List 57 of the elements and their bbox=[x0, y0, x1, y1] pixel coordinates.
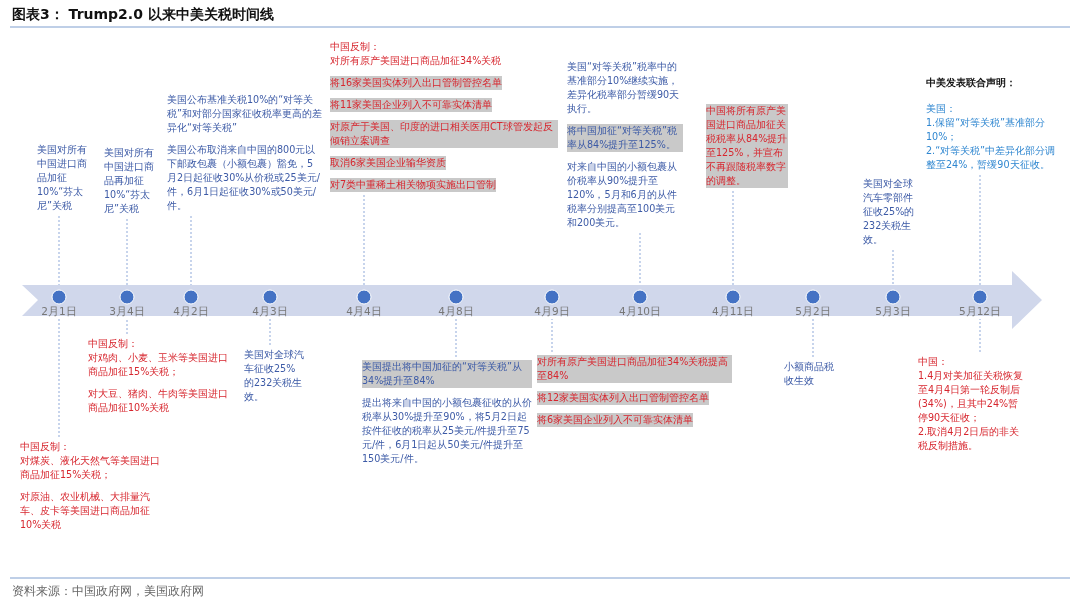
annotation-text: 将6家美国企业列入不可靠实体清单 bbox=[537, 413, 694, 427]
annotation-text: 对鸡肉、小麦、玉米等美国进口商品加征15%关税； bbox=[88, 351, 228, 379]
annotation-text: 对原油、农业机械、大排量汽车、皮卡等美国进口商品加征10%关税 bbox=[20, 490, 151, 532]
annotation-text: 美国提出将中国加征的“对等关税”从34%提升至84% bbox=[362, 360, 532, 388]
annotation-text: 美国“对等关税”税率中的基准部分10%继续实施，差异化税率部分暂缓90天执行。 bbox=[567, 60, 681, 116]
annotation-text: 美国对全球汽车零部件征收25%的232关税生效。 bbox=[863, 177, 916, 247]
leader-line bbox=[58, 318, 60, 438]
annotation-text: 美国对所有中国进口商品再加征10%“芬太尼”关税 bbox=[104, 146, 155, 216]
annotation-text: 对所有原产美国进口商品加征34%关税 bbox=[330, 54, 503, 68]
annotation-text: 中国反制： bbox=[88, 337, 139, 351]
leader-line bbox=[812, 318, 814, 358]
leader-line bbox=[551, 318, 553, 353]
annotation-text: 对原产于美国、印度的进口相关医用CT球管发起反倾销立案调查 bbox=[330, 120, 558, 148]
date-label: 5月12日 bbox=[957, 305, 1002, 319]
annotation-text: 将11家美国企业列入不可靠实体清单 bbox=[330, 98, 493, 112]
date-label: 5月3日 bbox=[874, 305, 912, 319]
annotation-text: 美国对所有中国进口商品加征10%“芬太尼”关税 bbox=[37, 143, 88, 213]
annotation-text: 对7类中重稀土相关物项实施出口管制 bbox=[330, 178, 497, 192]
annotation-text: 美国对全球汽车征收25% 的232关税生效。 bbox=[244, 348, 305, 404]
leader-line bbox=[126, 318, 128, 335]
annotation-text: 美国公布取消来自中国的800元以下邮政包裹（小额包裹）豁免，5月2日起征收30%从价税或25美元/件，6月1日起征收30%或50美元/件。 bbox=[167, 143, 321, 213]
annotation-text: 提出将来自中国的小额包裹征收的从价税率从30%提升至90%，将5月2日起按件征收的税率从25美元/件提升至75元/件，6月1日起从50美元/件提升至150美元/件。 bbox=[362, 396, 532, 466]
annotation-text: 中国反制： bbox=[20, 440, 71, 454]
annotation-text: 将12家美国实体列入出口管制管控名单 bbox=[537, 391, 710, 405]
date-label: 5月2日 bbox=[794, 305, 832, 319]
annotation-text: 1.4月对美加征关税恢复至4月4日第一轮反制后(34%)，且其中24%暂停90天征收； bbox=[918, 369, 1025, 425]
leader-line bbox=[269, 318, 271, 346]
date-label: 4月11日 bbox=[710, 305, 755, 319]
annotation-text: 中国将所有原产美国进口商品加征关税税率从84%提升至125%，并宣布不再跟随税率数字的调整。 bbox=[706, 104, 788, 188]
source-note: 资料来源：中国政府网，美国政府网 bbox=[12, 583, 204, 600]
annotation-text: 美国公布基准关税10%的“对等关税”和对部分国家征收税率更高的差异化“对等关税” bbox=[167, 93, 323, 135]
leader-line bbox=[979, 318, 981, 353]
annotation-text: 小额商品税收生效 bbox=[784, 360, 834, 388]
annotation-text: 中国反制： bbox=[330, 40, 381, 54]
annotation-text: 2.“对等关税”中差异化部分调整至24%，暂缓90天征收。 bbox=[926, 144, 1057, 172]
annotation-text: 1.保留“对等关税”基准部分10%； bbox=[926, 116, 1047, 144]
chart-title: 图表3： Trump2.0 以来中美关税时间线 bbox=[12, 6, 274, 24]
leader-line bbox=[455, 318, 457, 358]
annotation-text: 将16家美国实体列入出口管制管控名单 bbox=[330, 76, 503, 90]
annotation-text: 对煤炭、液化天然气等美国进口商品加征15%关税； bbox=[20, 454, 160, 482]
annotation-text: 取消6家美国企业输华资质 bbox=[330, 156, 447, 170]
date-label: 4月10日 bbox=[617, 305, 662, 319]
annotation-text: 中美发表联合声明： bbox=[926, 76, 1017, 90]
date-label: 4月4日 bbox=[345, 305, 383, 319]
annotation-text: 将中国加征“对等关税”税率从84%提升至125%。 bbox=[567, 124, 683, 152]
date-label: 4月8日 bbox=[437, 305, 475, 319]
annotation-text: 对大豆、猪肉、牛肉等美国进口商品加征10%关税 bbox=[88, 387, 228, 415]
annotation-text: 2.取消4月2日后的非关税反制措施。 bbox=[918, 425, 1021, 453]
date-label: 4月2日 bbox=[172, 305, 210, 319]
annotation-text: 中国： bbox=[918, 355, 949, 369]
date-label: 4月3日 bbox=[251, 305, 289, 319]
annotation-text: 对所有原产美国进口商品加征34%关税提高至84% bbox=[537, 355, 732, 383]
annotation-text: 美国： bbox=[926, 102, 957, 116]
date-label: 2月1日 bbox=[40, 305, 78, 319]
date-label: 4月9日 bbox=[533, 305, 571, 319]
date-label: 3月4日 bbox=[108, 305, 146, 319]
annotation-text: 对来自中国的小额包裹从价税率从90%提升至120%，5月和6月的从件税率分别提高至100美元和200美元。 bbox=[567, 160, 678, 230]
